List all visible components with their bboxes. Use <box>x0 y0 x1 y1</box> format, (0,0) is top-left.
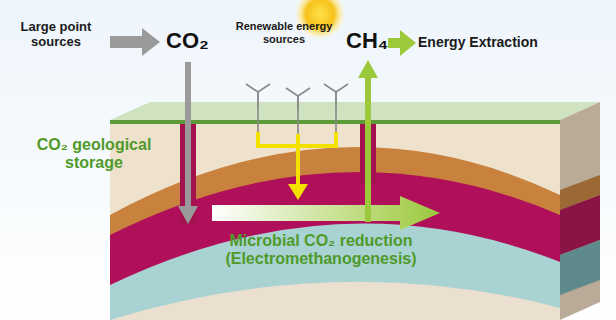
energy-label: Energy Extraction <box>418 34 588 50</box>
storage-label: CO₂ geological storage <box>14 136 174 173</box>
power-arrowhead <box>288 184 308 200</box>
reservoir-layer <box>110 172 560 320</box>
process-label: Microbial CO₂ reduction (Electromethanog… <box>196 232 446 269</box>
ground-top <box>110 102 600 120</box>
topsoil <box>110 124 560 320</box>
energy-arrow <box>388 30 416 56</box>
renewable-label: Renewable energy sources <box>232 20 336 45</box>
power-wire <box>258 132 336 186</box>
basement-layer <box>110 282 560 320</box>
extraction-arrowhead <box>358 60 378 78</box>
reduction-arrow <box>212 196 440 230</box>
grass-edge <box>110 120 560 124</box>
caprock-layer <box>110 147 560 320</box>
wind-turbines <box>246 84 348 134</box>
side-layer <box>560 240 600 295</box>
block-side <box>560 102 600 320</box>
ch4-label: CH₄ <box>346 28 390 53</box>
extraction-arrow <box>365 76 371 222</box>
injection-arrow <box>185 62 191 208</box>
source-label: Large point sources <box>4 20 108 50</box>
injection-arrowhead <box>178 206 198 224</box>
co2-label: CO₂ <box>166 28 210 53</box>
source-arrow <box>110 28 160 56</box>
aquifer-layer <box>110 224 560 320</box>
